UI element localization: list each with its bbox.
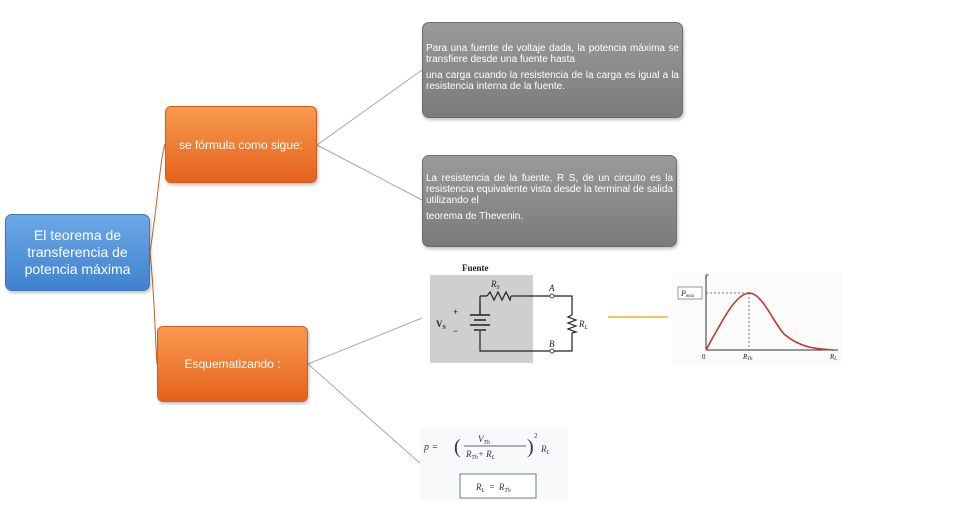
denominator-sub: Th [472,455,478,461]
rth-sub: Th [747,357,753,362]
boxed-rhs-sub: Th [504,488,510,494]
series-resistor [486,290,512,302]
numerator-sub: Th [484,440,490,446]
source-box [430,275,533,363]
rth-label: R [742,353,748,361]
pmax-box [677,286,703,300]
series-resistor-sub: S [497,285,500,291]
svg-text:RL: RL [829,353,837,362]
denominator-sub2: L [491,455,496,461]
plot-background [672,272,842,365]
x-axis-label: R [829,353,835,361]
max-power-equation: p = ( VTh RTh+ RL ) 2 RL RL=RTh [420,428,568,500]
battery-plus: + [453,307,458,317]
terminal-a-label: A [548,283,555,293]
connector-schema-circuit [307,317,423,365]
power-curve-plot: Pmax P 0 RTh RL [672,272,842,365]
origin-label: 0 [702,353,706,361]
schema-branch[interactable]: Esquematizando : [157,326,308,402]
denominator-plus: + R [478,449,492,459]
load-resistor [566,314,579,334]
formula-branch-label: se fórmula como sigue: [178,137,304,152]
exponent: 2 [534,432,538,440]
note1-line2: una carga cuando la resistencia de la ca… [426,70,679,92]
series-resistor-label: R [490,279,497,289]
open-paren: ( [454,436,461,458]
boxed-lhs: R [475,482,482,492]
boxed-condition [459,473,537,499]
svg-text:VTh: VTh [478,434,490,446]
trailing-factor: R [540,444,547,454]
root-topic-label: El teorema de transferencia de potencia … [24,227,131,277]
x-axis-sub: L [833,357,837,362]
formula-branch[interactable]: se fórmula como sigue: [165,106,317,183]
terminal-a-dot [549,293,555,299]
note2-line1: La resistencia de la fuente, R S, de un … [426,173,673,206]
terminal-b-label: B [549,339,555,349]
y-axis-label: P [704,274,709,280]
battery-symbol [470,302,490,331]
svg-text:Pmax: Pmax [680,289,695,299]
connector-root-schema [149,251,158,365]
load-sub: L [584,325,589,331]
connector-root-formula [149,143,166,253]
connector-formula-note2 [316,144,423,201]
terminal-b-dot [549,348,555,354]
connector-schema-equation [307,363,423,466]
load-label: R [578,319,585,329]
source-sub: S [443,325,447,331]
power-curve [705,292,835,351]
boxed-rhs: R [498,482,505,492]
trailing-sub: L [546,450,551,456]
battery-minus: − [453,326,458,336]
root-topic[interactable]: El teorema de transferencia de potencia … [5,214,150,291]
boxed-eq: = [489,482,495,492]
pmax-label: P [680,289,686,298]
circuit-diagram: Fuente + − VS RS A B RL [430,263,589,363]
svg-text:RTh+ RL: RTh+ RL [465,449,496,461]
boxed-lhs-sub: L [481,488,486,494]
note-source-resistance[interactable]: La resistencia de la fuente, R S, de un … [422,155,677,247]
numerator: V [478,434,485,444]
note2-line2: teorema de Thevenin. [426,211,524,222]
denominator: R [465,449,472,459]
svg-text:RL: RL [578,319,589,331]
close-paren: ) [527,436,534,458]
note-max-power-definition[interactable]: Para una fuente de voltaje dada, la pote… [422,22,683,118]
svg-text:RL=RTh: RL=RTh [475,482,511,494]
svg-text:RTh: RTh [742,353,753,362]
source-label: V [436,319,443,329]
circuit-title: Fuente [462,263,489,273]
svg-text:VS: VS [436,319,447,331]
svg-text:RS: RS [490,279,500,291]
connector-formula-note1 [316,69,423,146]
schema-branch-label: Esquematizando : [184,357,281,371]
equation-lhs: p = [423,442,438,453]
pmax-sub: max [686,294,695,299]
svg-text:RL: RL [540,444,551,456]
note1-line1: Para una fuente de voltaje dada, la pote… [426,43,679,65]
circuit-wire [479,295,573,352]
